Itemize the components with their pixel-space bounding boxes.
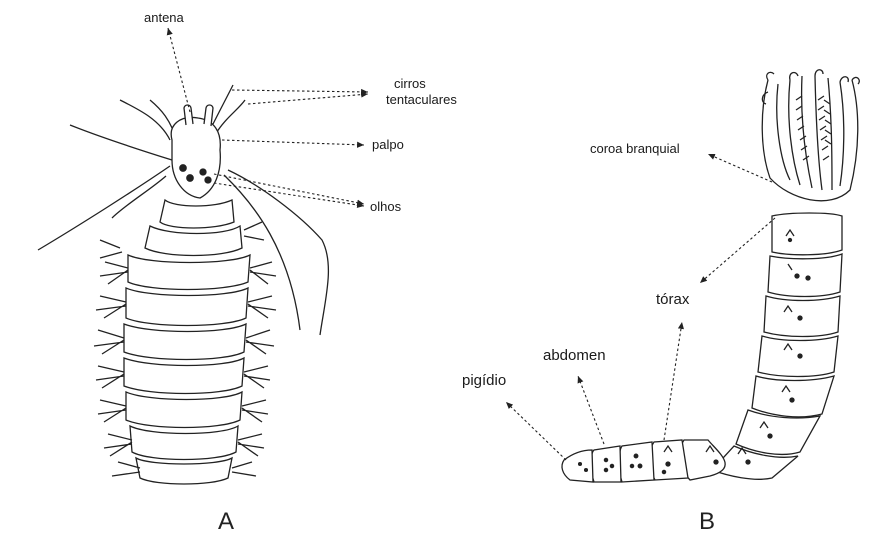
coroa-pointer [708, 154, 772, 182]
label-palpo: palpo [372, 137, 404, 152]
cirros-pointer-2 [248, 94, 368, 104]
label-coroa-branquial: coroa branquial [590, 141, 680, 156]
label-antena: antena [144, 10, 184, 25]
panel-letter-b: B [699, 508, 715, 536]
sabellid-b-drawing [562, 70, 859, 482]
label-abdomen: abdomen [543, 348, 606, 363]
torax-pointer-2 [664, 322, 682, 440]
abdomen-pointer [578, 376, 604, 444]
pigidio-pointer [506, 402, 566, 460]
olhos-pointer-1 [214, 174, 364, 204]
label-cirros-line1: cirros [394, 76, 426, 91]
cirros-pointer-1 [232, 90, 368, 92]
palpo-pointer [222, 140, 364, 145]
panel-letter-a: A [218, 508, 234, 536]
polychaete-a-drawing [38, 85, 328, 484]
label-torax: tórax [656, 292, 689, 307]
panel-b-pointers [506, 154, 775, 460]
torax-pointer-1 [700, 218, 775, 283]
antena-pointer [168, 28, 190, 112]
olhos-pointer-2 [214, 183, 364, 206]
label-olhos: olhos [370, 199, 401, 214]
label-pigidio: pigídio [462, 373, 506, 388]
label-cirros-line2: tentaculares [386, 92, 457, 107]
